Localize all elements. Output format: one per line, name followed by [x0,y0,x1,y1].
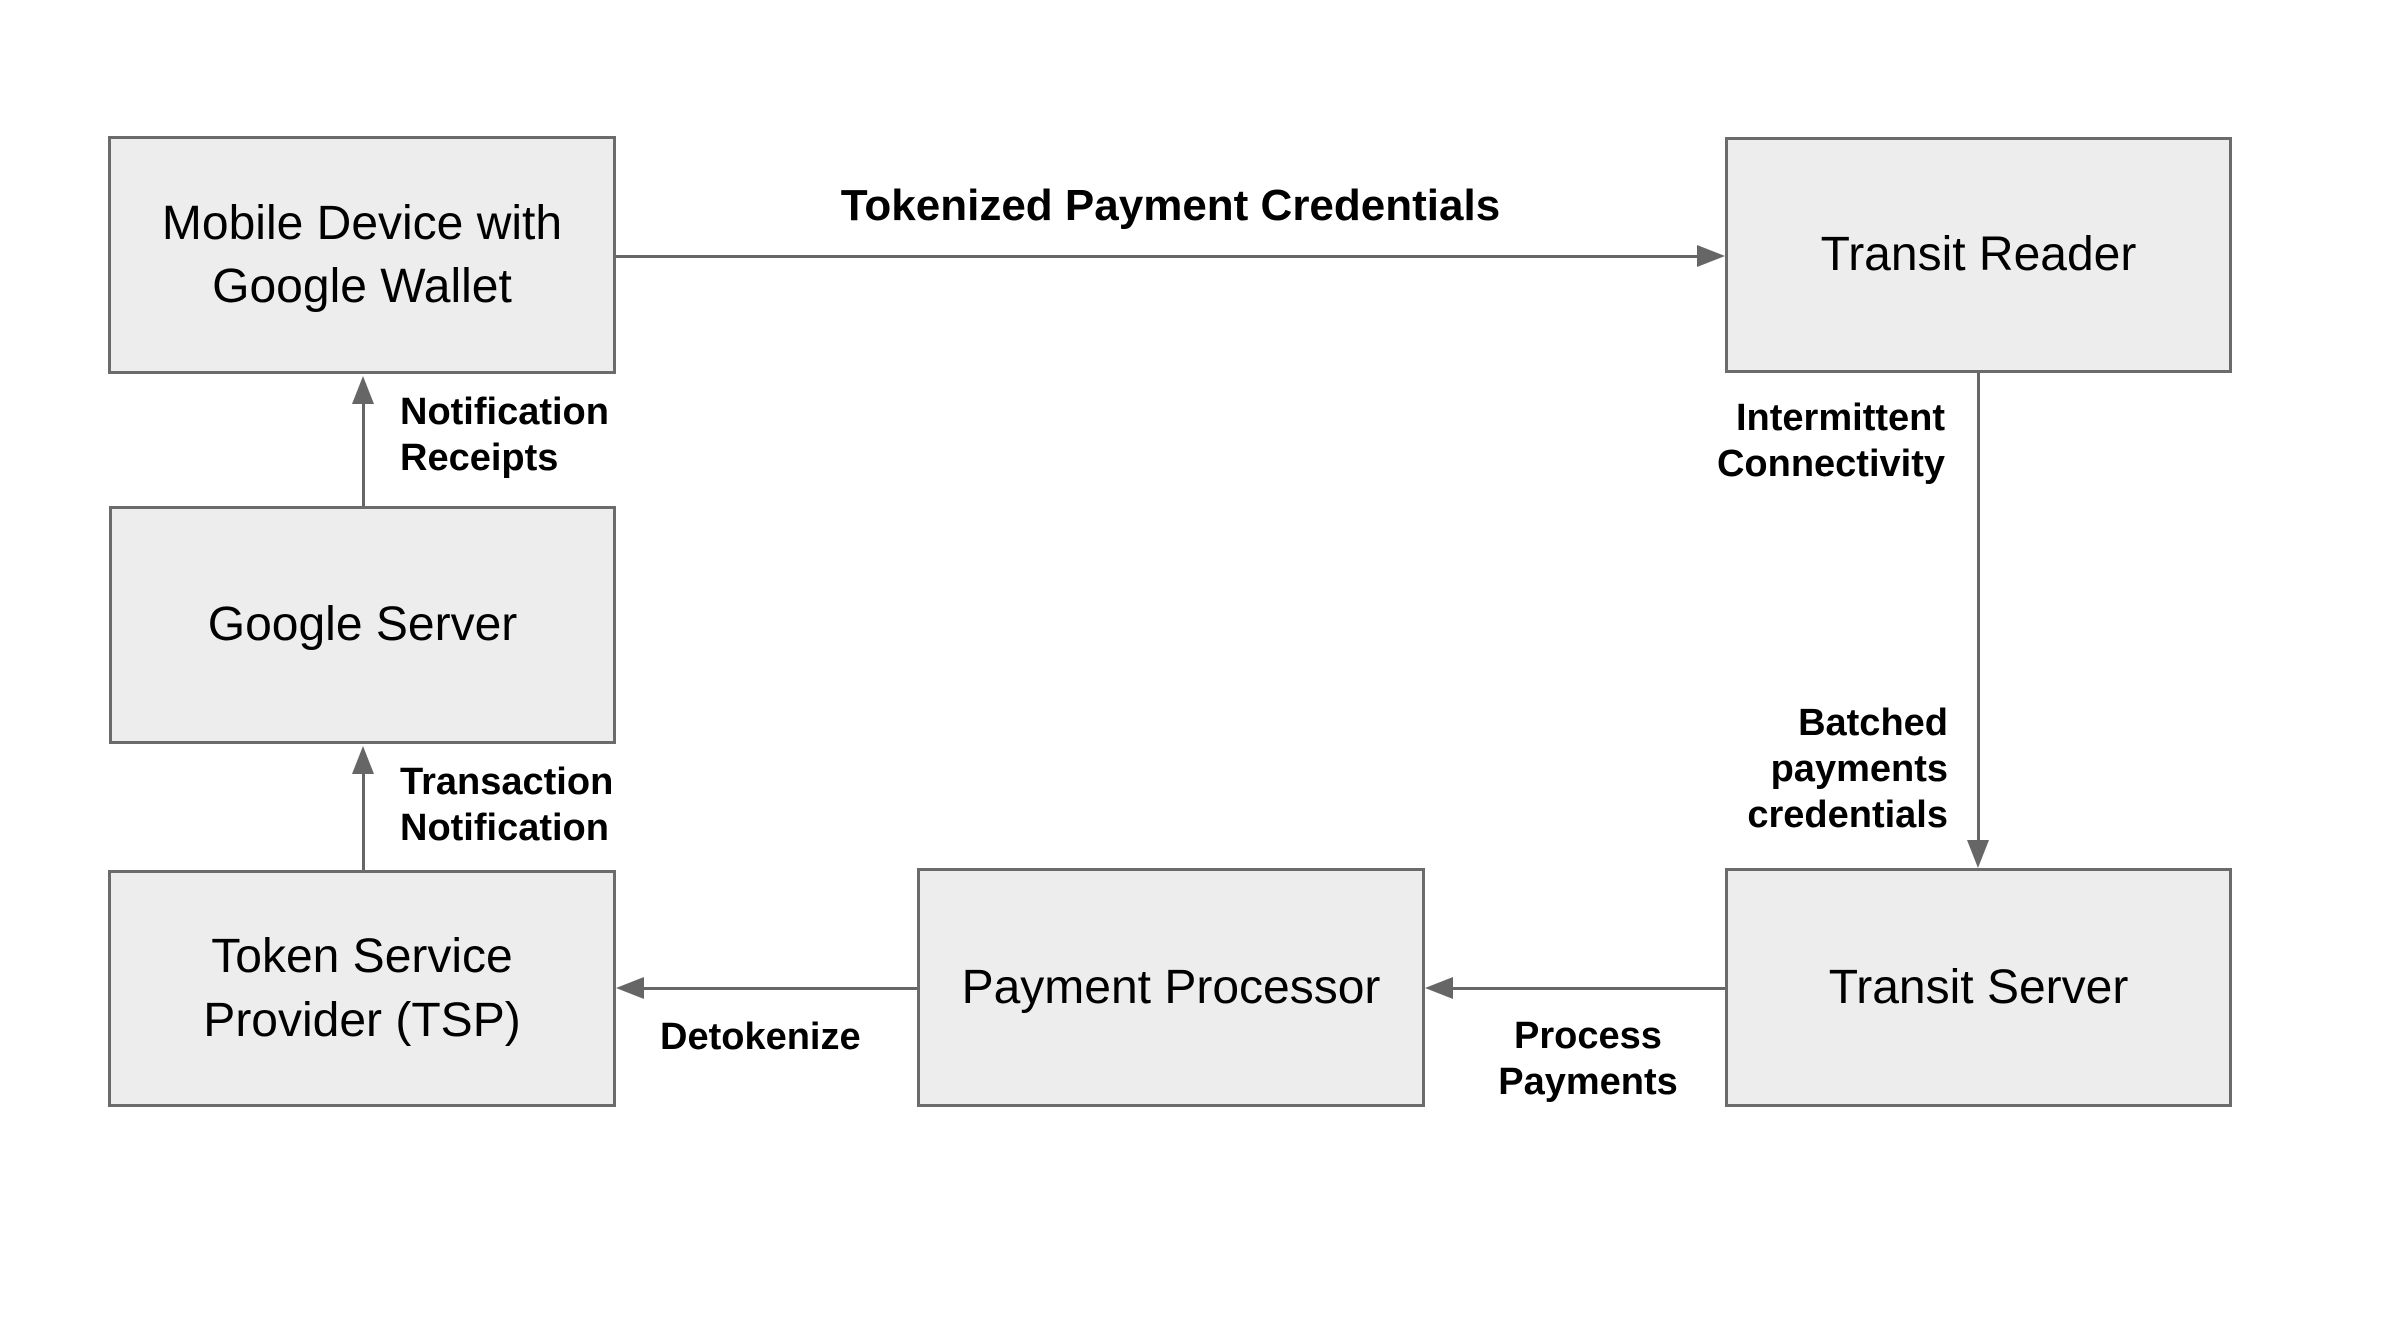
edge-tokenized-payment-credentials-line [616,255,1697,258]
node-mobile-device: Mobile Device with Google Wallet [108,136,616,374]
edge-tokenized-payment-credentials-label: Tokenized Payment Credentials [840,181,1501,230]
node-transit-server-label: Transit Server [1828,960,2129,1014]
node-google-server: Google Server [109,506,616,744]
edge-detokenize-line [644,987,917,990]
edge-process-payments-arrowhead-icon [1425,977,1453,999]
node-tsp: Token Service Provider (TSP) [108,870,616,1107]
node-google-server-label: Google Server [207,598,518,652]
node-transit-reader-label: Transit Reader [1820,228,2137,282]
edge-tokenized-payment-credentials-arrowhead-icon [1697,245,1725,267]
node-transit-reader: Transit Reader [1725,137,2232,373]
node-payment-processor-label: Payment Processor [961,960,1381,1014]
edge-notification-receipts-line [362,404,365,506]
edge-intermittent-connectivity-label: Intermittent Connectivity [1716,397,1945,485]
edge-transaction-notification-arrowhead-icon [352,746,374,774]
edge-notification-receipts-arrowhead-icon [352,376,374,404]
edge-transaction-notification-line [362,774,365,870]
edge-detokenize-label: Detokenize [660,1016,861,1058]
node-tsp-label: Token Service Provider (TSP) [203,930,521,1047]
node-payment-processor: Payment Processor [917,868,1425,1107]
edge-process-payments-line [1453,987,1725,990]
edge-batched-payments-credentials-label: Batched payments credentials [1747,702,1948,836]
edge-transaction-notification-label: Transaction Notification [400,761,614,849]
edge-batched-payments-line [1977,373,1980,840]
edge-detokenize-arrowhead-icon [616,977,644,999]
node-transit-server: Transit Server [1725,868,2232,1107]
edge-process-payments-label: Process Payments [1498,1015,1678,1103]
node-mobile-device-label: Mobile Device with Google Wallet [161,196,563,313]
edge-batched-payments-arrowhead-icon [1967,840,1989,868]
edge-notification-receipts-label: Notification Receipts [400,391,609,479]
